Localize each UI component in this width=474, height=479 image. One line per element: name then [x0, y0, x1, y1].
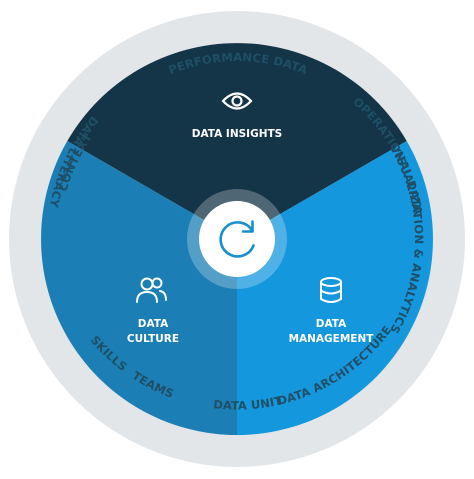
people-icon: [136, 277, 167, 303]
label-data-management-line1: DATA: [316, 318, 347, 330]
label-data-insights: DATA INSIGHTS: [192, 128, 282, 140]
label-data-management-line2: MANAGEMENT: [289, 333, 375, 345]
eye-icon: [221, 92, 253, 110]
database-icon: [320, 277, 342, 303]
segment-data-insights: [67, 43, 407, 240]
segment-data-management: [237, 141, 433, 435]
segment-data-culture: [41, 141, 237, 435]
label-data-culture-line2: CULTURE: [127, 333, 179, 345]
label-data-culture-line1: DATA: [138, 318, 169, 330]
refresh-cycle-icon: [219, 220, 255, 258]
segments: [41, 43, 433, 435]
center-circle: [199, 201, 275, 277]
